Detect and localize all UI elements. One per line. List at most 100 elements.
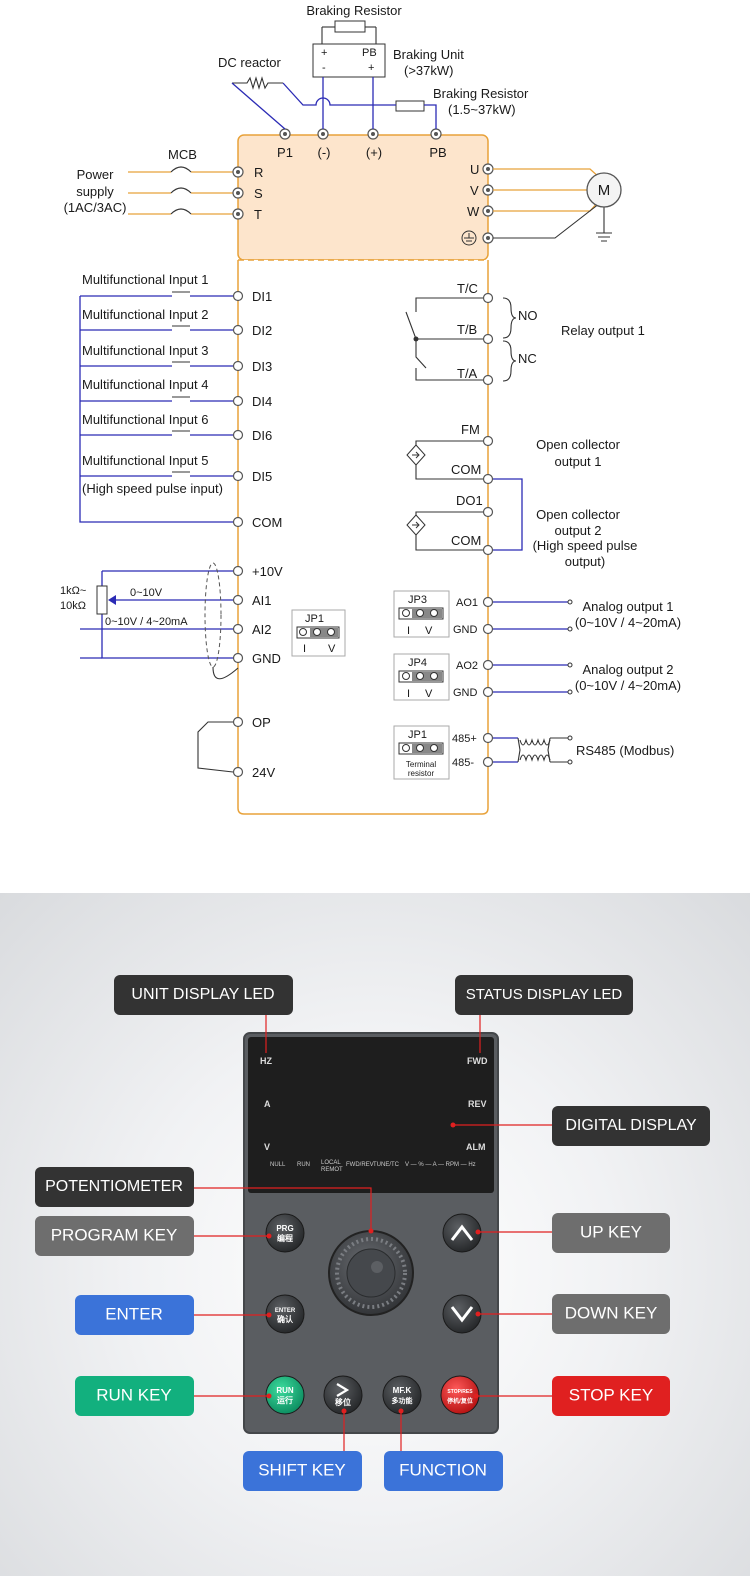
- dc-reactor-symbol: [232, 76, 283, 90]
- braking-resistor-2-power: (1.5~37kW): [448, 102, 516, 117]
- svg-text:STATUS DISPLAY LED: STATUS DISPLAY LED: [466, 986, 623, 1003]
- terminal-di5: DI5: [252, 469, 272, 484]
- terminal-w: W: [467, 204, 480, 219]
- relay-output: [405, 292, 517, 386]
- relay-nc: NC: [518, 351, 537, 366]
- callout-enter: ENTER: [75, 1295, 194, 1335]
- terminal-com-oc1: COM: [451, 462, 481, 477]
- svg-text:移位: 移位: [335, 1397, 351, 1407]
- svg-text:运行: 运行: [277, 1395, 293, 1405]
- ai2-range: 0~10V / 4~20mA: [105, 616, 188, 628]
- terminal-10v: +10V: [252, 564, 283, 579]
- digital-display-screen: [248, 1037, 494, 1193]
- jp3-v: V: [425, 625, 433, 637]
- status-run: RUN: [297, 1162, 310, 1168]
- terminal-ai1: AI1: [252, 593, 272, 608]
- terminal-di1: DI1: [252, 289, 272, 304]
- rs485: [393, 725, 573, 780]
- stop-key[interactable]: STOP/RES 停机/复位: [440, 1375, 480, 1415]
- terminal-op: OP: [252, 715, 271, 730]
- up-key[interactable]: [442, 1213, 482, 1253]
- status-null: NULL: [270, 1162, 286, 1168]
- display-hz: HZ: [260, 1056, 272, 1066]
- motor-symbol: [586, 172, 622, 208]
- program-key[interactable]: PRG 编程: [265, 1213, 305, 1253]
- chevron-down-icon: [450, 1306, 474, 1323]
- terminal-s: S: [254, 186, 263, 201]
- svg-text:RUN KEY: RUN KEY: [96, 1385, 172, 1404]
- callout-unit-display-led: UNIT DISPLAY LED: [114, 975, 293, 1015]
- unit-plus-2: +: [368, 62, 374, 74]
- display-a: A: [264, 1099, 271, 1109]
- pot-value-1: 1kΩ~: [60, 585, 86, 597]
- op-24v: [197, 716, 244, 778]
- terminal-plus: (+): [366, 145, 382, 160]
- braking-resistor-label: Braking Resistor: [306, 3, 402, 18]
- relay-label: Relay output 1: [561, 323, 645, 338]
- chevron-right-icon: [336, 1383, 350, 1397]
- unit-plus: +: [321, 47, 327, 59]
- braking-resistor-symbol: [334, 20, 366, 33]
- status-fwd-rev: FWD/REV: [346, 1162, 374, 1168]
- callout-down-key: DOWN KEY: [552, 1294, 670, 1334]
- braking-unit-label: Braking Unit: [393, 47, 464, 62]
- input-4-label: Multifunctional Input 4: [82, 377, 208, 392]
- ao2-label-1: Analog output 2: [582, 662, 673, 677]
- input-5-label: Multifunctional Input 5: [82, 453, 208, 468]
- braking-resistor-2-symbol: [395, 100, 425, 112]
- jp3-label: JP3: [408, 594, 427, 606]
- braking-unit-box: [312, 43, 386, 78]
- svg-text:停机/复位: 停机/复位: [447, 1397, 473, 1405]
- svg-text:UNIT DISPLAY LED: UNIT DISPLAY LED: [131, 986, 274, 1003]
- callout-up-key: UP KEY: [552, 1213, 670, 1253]
- input-1-label: Multifunctional Input 1: [82, 272, 208, 287]
- potentiometer-knob[interactable]: [328, 1230, 414, 1316]
- leader-lines: [194, 1015, 552, 1451]
- svg-text:POTENTIOMETER: POTENTIOMETER: [45, 1178, 183, 1195]
- motor-label: M: [598, 182, 611, 199]
- unit-pb: PB: [362, 47, 377, 59]
- terminal-minus: (-): [318, 145, 331, 160]
- terminal-do1: DO1: [456, 493, 483, 508]
- display-alm: ALM: [466, 1142, 486, 1152]
- terminal-fm: FM: [461, 422, 480, 437]
- down-key[interactable]: [442, 1294, 482, 1334]
- terminal-di2: DI2: [252, 323, 272, 338]
- terminal-24v: 24V: [252, 765, 275, 780]
- wiring-diagram: Braking Resistor + PB - + Braking Unit (…: [60, 3, 681, 815]
- digital-inputs: [79, 290, 244, 528]
- callout-status-display-led: STATUS DISPLAY LED: [455, 975, 633, 1015]
- open-collector-1: [406, 435, 523, 551]
- svg-text:多功能: 多功能: [392, 1396, 413, 1405]
- oc1-label-1: Open collector: [536, 437, 620, 452]
- power-lines: [128, 166, 244, 220]
- svg-text:ENTER: ENTER: [275, 1308, 296, 1314]
- shift-key[interactable]: 移位: [323, 1375, 363, 1415]
- run-key[interactable]: RUN 运行: [265, 1375, 305, 1415]
- ao2-label-2: (0~10V / 4~20mA): [575, 678, 681, 693]
- dc-terminals: P1 (-) (+) PB: [277, 128, 447, 160]
- braking-unit-power: (>37kW): [404, 63, 453, 78]
- oc1-label-2: output 1: [555, 454, 602, 469]
- callout-program-key: PROGRAM KEY: [35, 1216, 194, 1256]
- function-key[interactable]: MF.K 多功能: [382, 1375, 422, 1415]
- svg-text:FUNCTION: FUNCTION: [399, 1460, 487, 1479]
- callout-digital-display: DIGITAL DISPLAY: [552, 1106, 710, 1146]
- display-fwd: FWD: [467, 1056, 488, 1066]
- callout-run-key: RUN KEY: [75, 1376, 194, 1416]
- jp4-i: I: [407, 688, 410, 700]
- terminal-di6: DI6: [252, 428, 272, 443]
- dc-reactor-label: DC reactor: [218, 55, 282, 70]
- terminal-pb: PB: [429, 145, 446, 160]
- status-tune: TUNE/TC: [373, 1162, 400, 1168]
- terminal-di4: DI4: [252, 394, 272, 409]
- pot-value-2: 10kΩ: [60, 600, 86, 612]
- terminal-v: V: [470, 183, 479, 198]
- enter-key[interactable]: ENTER 确认: [265, 1294, 305, 1334]
- display-rev: REV: [468, 1099, 487, 1109]
- terminal-p1: P1: [277, 145, 293, 160]
- chevron-up-icon: [450, 1224, 474, 1241]
- status-local: LOCAL: [321, 1160, 341, 1166]
- power-label-1: Power: [77, 167, 115, 182]
- oc2-label-1: Open collector: [536, 507, 620, 522]
